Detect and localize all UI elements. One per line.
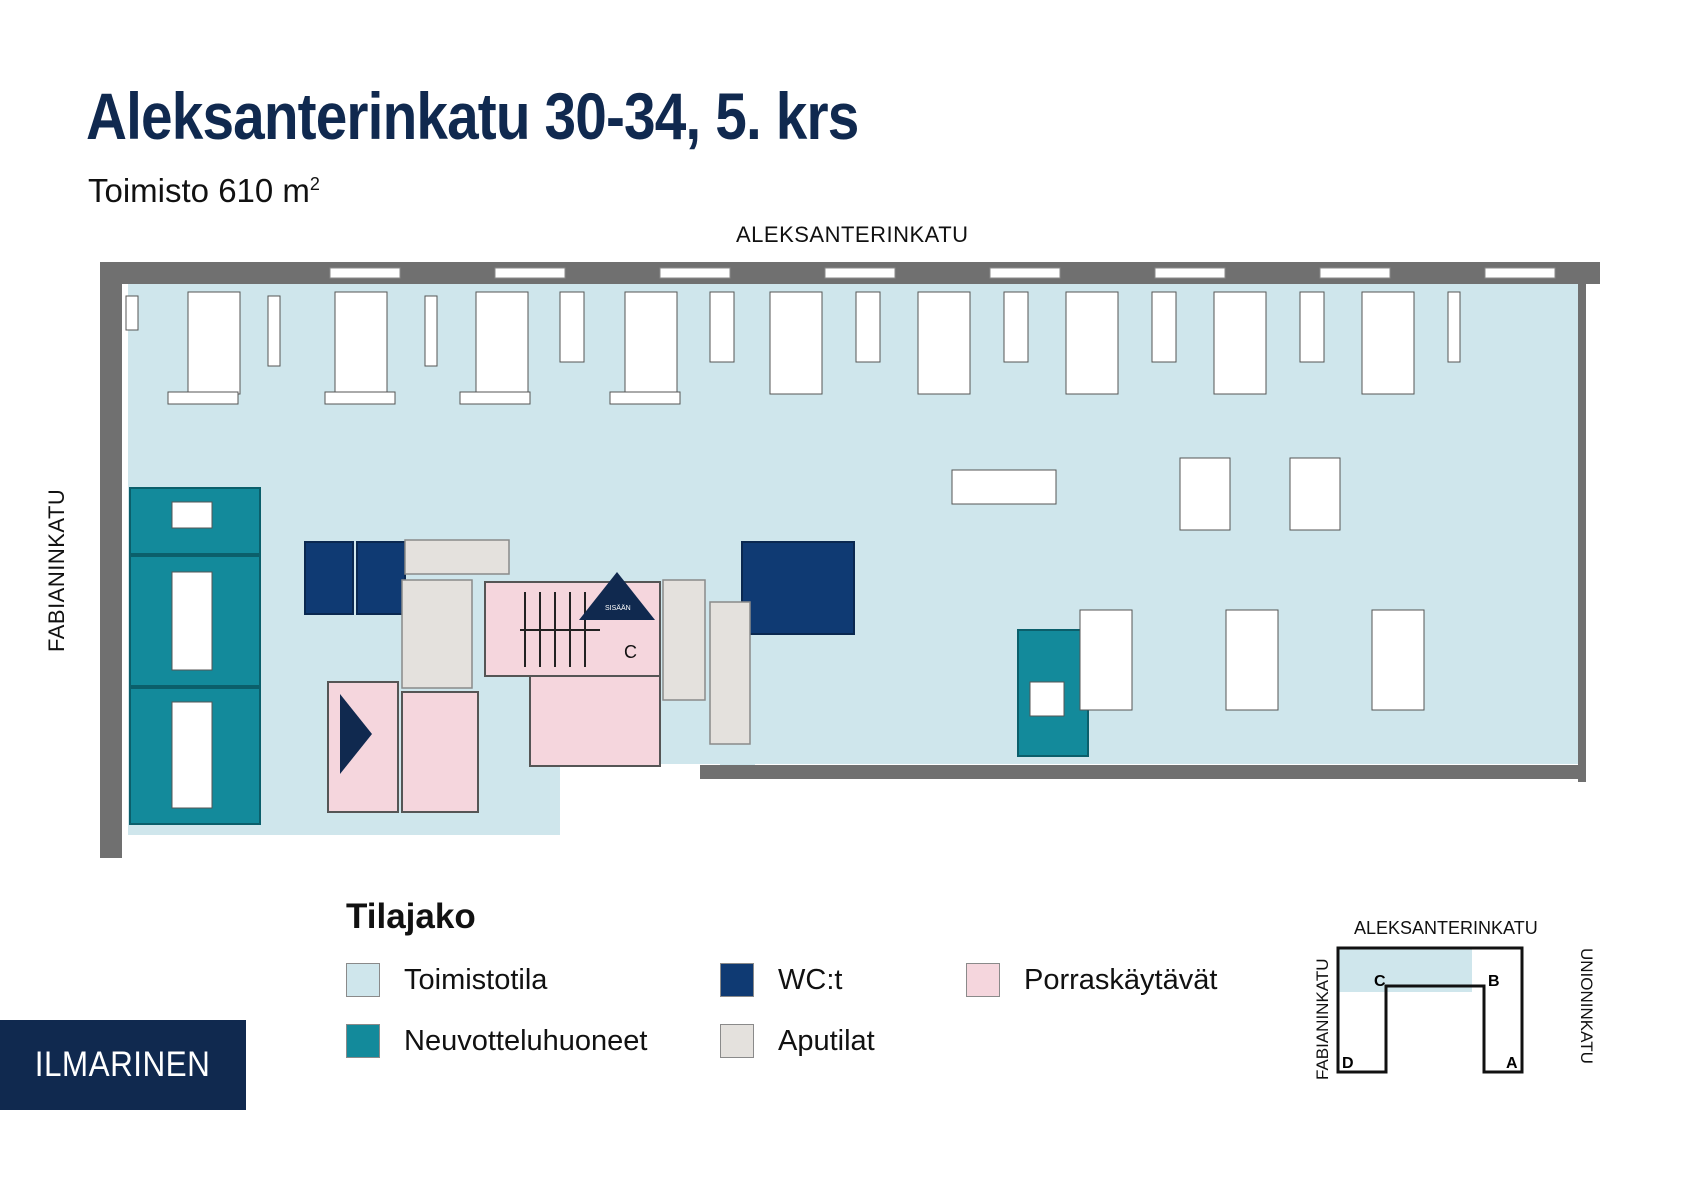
entrance-label: SISÄÄN [605, 604, 631, 612]
area-unit-superscript: 2 [309, 174, 320, 194]
entrance-arrow-c [579, 572, 655, 620]
legend-swatch-service [720, 1024, 754, 1058]
page-title: Aleksanterinkatu 30-34, 5. krs [86, 79, 859, 153]
keymap-corner-d: D [1342, 1055, 1354, 1072]
logo-text: ILMARINEN [35, 1045, 211, 1084]
legend-item-meeting: Neuvotteluhuoneet [346, 1024, 647, 1058]
street-label-left: FABIANINKATU [44, 488, 69, 652]
legend-label-meeting: Neuvotteluhuoneet [404, 1024, 648, 1057]
window-bays-top [329, 267, 1556, 279]
stairwell-c-label: C [624, 642, 637, 662]
legend-title: Tilajako [346, 897, 476, 936]
floor-plan: C SISÄÄN [100, 262, 1600, 858]
legend-label-service: Aputilat [778, 1024, 875, 1057]
legend-swatch-office [346, 963, 380, 997]
desk-clusters [187, 291, 1425, 711]
stair-treads [520, 592, 600, 667]
legend-item-stairs: Porraskäytävät [966, 963, 1217, 997]
legend-label-stairs: Porraskäytävät [1024, 963, 1218, 996]
legend-item-service: Aputilat [720, 1024, 875, 1058]
meeting-tables [171, 501, 1065, 809]
legend-label-office: Toimistotila [404, 963, 548, 996]
legend-label-wc: WC:t [778, 963, 843, 996]
ilmarinen-logo: ILMARINEN [0, 1020, 246, 1110]
area-subtitle: Toimisto 610 m2 [88, 172, 320, 210]
keymap-corner-a: A [1506, 1055, 1518, 1072]
area-label: Toimisto 610 m [88, 172, 310, 209]
keymap-corner-b: B [1488, 973, 1500, 990]
bench-desks [125, 291, 1461, 405]
keymap-street-right: UNIONINKATU [1577, 948, 1596, 1064]
keymap-corner-c: C [1374, 973, 1386, 990]
legend-swatch-stairs [966, 963, 1000, 997]
legend-item-office: Toimistotila [346, 963, 547, 997]
key-map: C B D A [1336, 946, 1524, 1074]
service-rooms [401, 539, 751, 745]
keymap-street-top: ALEKSANTERINKATU [1354, 918, 1538, 938]
keymap-outline [1336, 946, 1524, 1074]
wc-rooms [304, 541, 855, 635]
keymap-street-left: FABIANINKATU [1313, 958, 1332, 1080]
legend-item-wc: WC:t [720, 963, 842, 997]
entrance-arrow-west [340, 694, 372, 774]
street-label-top: ALEKSANTERINKATU [736, 222, 969, 247]
legend-swatch-wc [720, 963, 754, 997]
legend-swatch-meeting [346, 1024, 380, 1058]
